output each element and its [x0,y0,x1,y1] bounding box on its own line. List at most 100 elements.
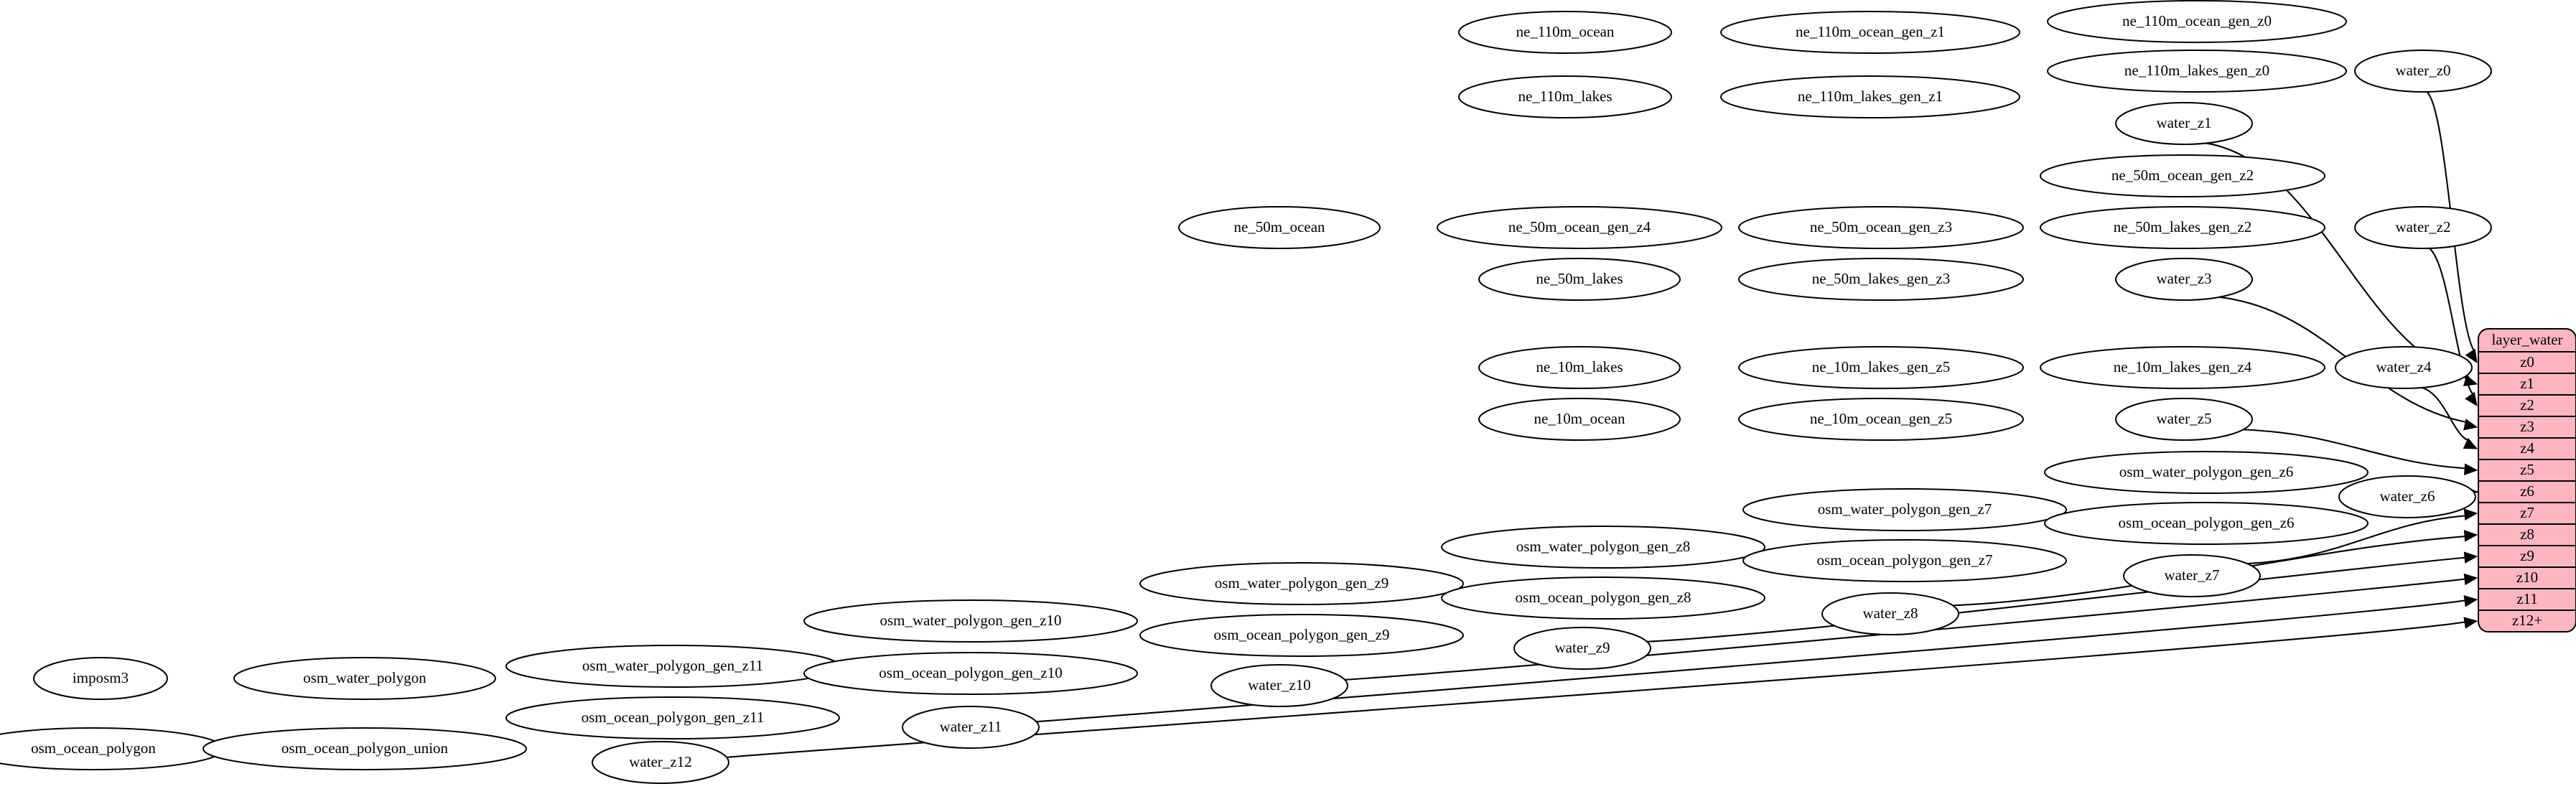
node-shape [505,696,840,739]
edge-water_z4-to-layer_water_z4 [2421,386,2470,442]
node-shape [2040,346,2325,389]
node-osm_ocean_polygon[interactable]: osm_ocean_polygon [0,727,225,770]
node-osm_ocean_polygon_gen_z8[interactable]: osm_ocean_polygon_gen_z8 [1441,576,1765,620]
node-osm_ocean_polygon_gen_z7[interactable]: osm_ocean_polygon_gen_z7 [1742,539,2067,582]
node-ne_10m_lakes_gen_z4[interactable]: ne_10m_lakes_gen_z4 [2040,346,2325,389]
node-water_z8[interactable]: water_z8 [1821,592,1959,635]
node-shape [1441,576,1765,620]
node-osm_water_polygon_gen_z7[interactable]: osm_water_polygon_gen_z7 [1742,488,2067,531]
edge-water_z5-to-layer_water_z5 [2243,429,2467,470]
node-water_z10[interactable]: water_z10 [1210,664,1348,707]
node-ne_50m_lakes_gen_z3[interactable]: ne_50m_lakes_gen_z3 [1738,258,2024,301]
node-shape [1441,526,1765,569]
node-shape [803,599,1138,643]
node-shape [2047,50,2347,93]
node-shape [2044,502,2369,545]
node-shape [2338,475,2476,518]
node-ne_10m_ocean_gen_z5[interactable]: ne_10m_ocean_gen_z5 [1738,398,2024,441]
edge-arrowhead [2463,419,2478,431]
node-ne_110m_lakes_gen_z1[interactable]: ne_110m_lakes_gen_z1 [1720,75,2020,118]
node-ne_50m_ocean_gen_z2[interactable]: ne_50m_ocean_gen_z2 [2040,154,2325,197]
node-shape [803,652,1138,695]
node-osm_water_polygon_gen_z8[interactable]: osm_water_polygon_gen_z8 [1441,526,1765,569]
edge-arrowhead [2463,530,2478,542]
node-shape [902,706,1040,749]
node-water_z1[interactable]: water_z1 [2115,102,2253,145]
edge-arrowhead [2465,391,2478,407]
node-osm_water_polygon_gen_z11[interactable]: osm_water_polygon_gen_z11 [505,645,840,688]
node-ne_110m_ocean[interactable]: ne_110m_ocean [1458,11,1672,54]
node-water_z0[interactable]: water_z0 [2354,50,2492,93]
node-osm_ocean_polygon_gen_z9[interactable]: osm_ocean_polygon_gen_z9 [1139,614,1464,657]
node-ne_10m_ocean[interactable]: ne_10m_ocean [1478,398,1681,441]
node-osm_water_polygon_gen_z6[interactable]: osm_water_polygon_gen_z6 [2044,451,2369,494]
edge-arrowhead [2463,595,2478,607]
node-shape [233,657,496,700]
nodes-layer: ne_110m_ocean ne_110m_ocean_gen_z1 ne_110m… [0,0,2492,784]
node-shape [1478,258,1681,301]
edge-arrowhead [2463,508,2478,520]
node-ne_50m_ocean[interactable]: ne_50m_ocean [1178,206,1381,249]
node-osm_ocean_polygon_union[interactable]: osm_ocean_polygon_union [202,727,527,770]
node-water_z9[interactable]: water_z9 [1513,627,1651,670]
node-ne_10m_lakes_gen_z5[interactable]: ne_10m_lakes_gen_z5 [1738,346,2024,389]
node-shape [1720,11,2020,54]
node-shape [1458,75,1672,118]
node-shape [2354,50,2492,93]
node-water_z11[interactable]: water_z11 [902,706,1040,749]
node-shape [2115,398,2253,441]
node-shape [1738,398,2024,441]
node-water_z7[interactable]: water_z7 [2123,554,2261,597]
node-shape [1437,206,1722,249]
node-water_z4[interactable]: water_z4 [2335,346,2473,389]
edge-arrowhead [2463,551,2478,564]
node-shape [1738,346,2024,389]
node-shape [1458,11,1672,54]
node-osm_ocean_polygon_gen_z11[interactable]: osm_ocean_polygon_gen_z11 [505,696,840,739]
node-osm_ocean_polygon_gen_z6[interactable]: osm_ocean_polygon_gen_z6 [2044,502,2369,545]
edges-layer [727,92,2479,758]
node-ne_50m_ocean_gen_z4[interactable]: ne_50m_ocean_gen_z4 [1437,206,1722,249]
node-ne_110m_ocean_gen_z0[interactable]: ne_110m_ocean_gen_z0 [2047,0,2347,43]
node-ne_50m_lakes[interactable]: ne_50m_lakes [1478,258,1681,301]
node-shape [1720,75,2020,118]
edge-arrowhead [2463,617,2478,629]
node-water_z5[interactable]: water_z5 [2115,398,2253,441]
node-ne_50m_lakes_gen_z2[interactable]: ne_50m_lakes_gen_z2 [2040,206,2325,249]
node-ne_50m_ocean_gen_z3[interactable]: ne_50m_ocean_gen_z3 [1738,206,2024,249]
node-shape [2040,154,2325,197]
node-shape [1738,206,2024,249]
edge-water_z11-to-layer_water_z11 [1036,599,2467,723]
node-water_z6[interactable]: water_z6 [2338,475,2476,518]
node-shape [1742,539,2067,582]
node-shape [1742,488,2067,531]
node-osm_water_polygon_gen_z9[interactable]: osm_water_polygon_gen_z9 [1139,562,1464,605]
node-ne_110m_lakes[interactable]: ne_110m_lakes [1458,75,1672,118]
node-shape [2335,346,2473,389]
node-shape [505,645,840,688]
node-osm_ocean_polygon_gen_z10[interactable]: osm_ocean_polygon_gen_z10 [803,652,1138,695]
node-shape [1513,627,1651,670]
node-osm_water_polygon[interactable]: osm_water_polygon [233,657,496,700]
edge-water_z2-to-layer_water_z2 [2429,248,2475,396]
node-water_z3[interactable]: water_z3 [2115,258,2253,301]
node-shape [2044,451,2369,494]
node-water_z12[interactable]: water_z12 [592,741,729,784]
node-ne_110m_lakes_gen_z0[interactable]: ne_110m_lakes_gen_z0 [2047,50,2347,93]
edge-arrowhead [2463,438,2478,449]
node-imposm3[interactable]: imposm3 [33,657,168,700]
node-shape [2115,102,2253,145]
node-shape [1210,664,1348,707]
node-shape [2115,258,2253,301]
node-water_z2[interactable]: water_z2 [2354,206,2492,249]
node-shape [1139,562,1464,605]
edge-arrowhead [2463,463,2478,475]
record-node-layer-water[interactable]: layer_waterz0z1z2z3z4z5z6z7z8z9z10z11z12… [2478,328,2576,632]
node-osm_water_polygon_gen_z10[interactable]: osm_water_polygon_gen_z10 [803,599,1138,643]
node-ne_10m_lakes[interactable]: ne_10m_lakes [1478,346,1681,389]
node-ne_110m_ocean_gen_z1[interactable]: ne_110m_ocean_gen_z1 [1720,11,2020,54]
record-layer: layer_waterz0z1z2z3z4z5z6z7z8z9z10z11z12… [2478,328,2576,632]
node-shape [592,741,729,784]
